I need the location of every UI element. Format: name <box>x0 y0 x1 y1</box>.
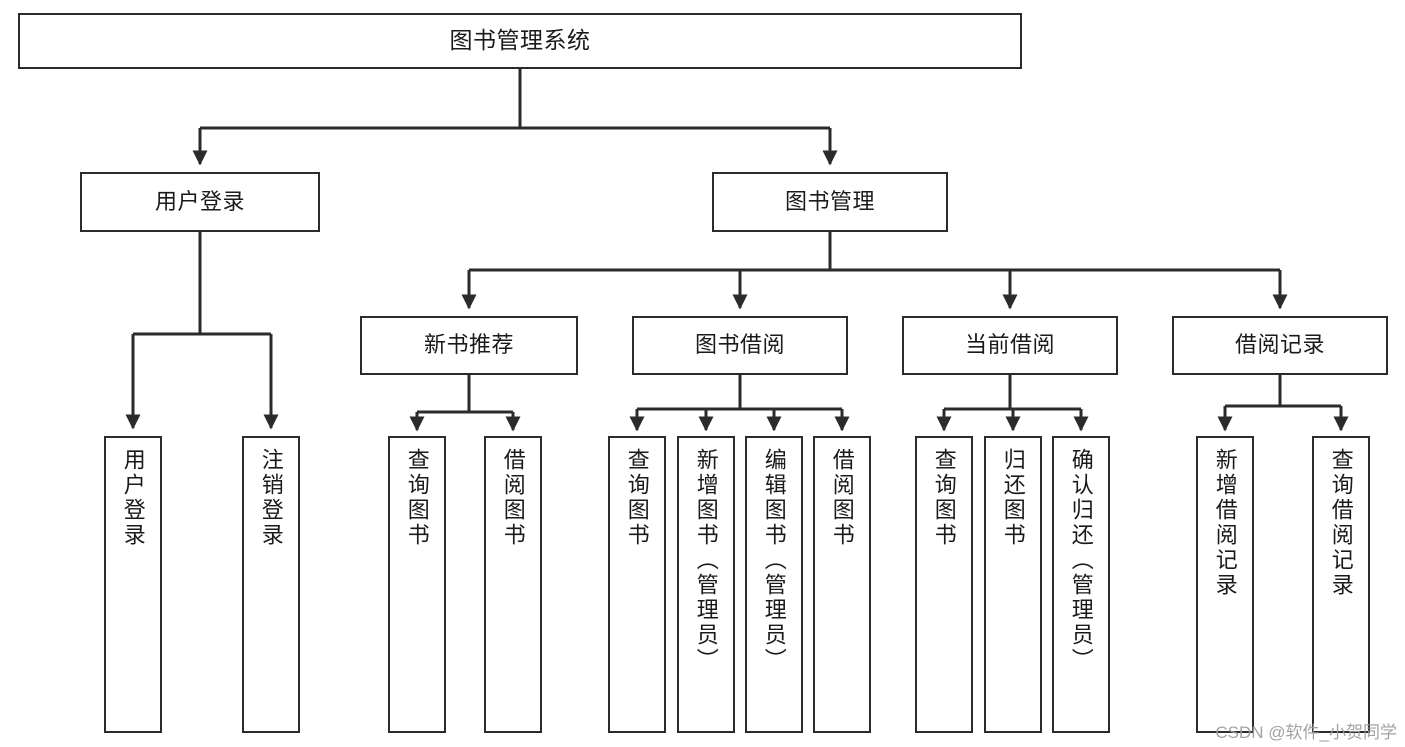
node-leaf-add-book-label: 新增图书（管理员） <box>693 448 719 673</box>
node-book-borrow-label: 图书借阅 <box>694 332 785 358</box>
node-leaf-add-record-label: 新增借阅记录 <box>1212 448 1238 598</box>
node-leaf-user-login-label: 用户登录 <box>120 448 146 548</box>
node-leaf-confirm-return[interactable]: 确认归还（管理员） <box>1052 436 1110 733</box>
node-leaf-borrow-book-br[interactable]: 借阅图书 <box>813 436 871 733</box>
node-leaf-add-book[interactable]: 新增图书（管理员） <box>677 436 735 733</box>
node-leaf-logout-label: 注销登录 <box>258 448 284 548</box>
node-leaf-query-book-rec-label: 查询图书 <box>404 448 430 548</box>
csdn-watermark: CSDN @软件_小贺同学 <box>1215 723 1397 742</box>
node-leaf-return-book-label: 归还图书 <box>1000 448 1026 548</box>
node-leaf-query-book-cb-label: 查询图书 <box>931 448 957 548</box>
node-current-borrow-label: 当前借阅 <box>964 332 1055 358</box>
node-current-borrow[interactable]: 当前借阅 <box>902 316 1118 375</box>
node-leaf-query-record-label: 查询借阅记录 <box>1328 448 1354 598</box>
node-leaf-user-login[interactable]: 用户登录 <box>104 436 162 733</box>
node-new-book-rec-label: 新书推荐 <box>423 332 514 358</box>
node-leaf-return-book[interactable]: 归还图书 <box>984 436 1042 733</box>
node-leaf-borrow-book-rec-label: 借阅图书 <box>500 448 526 548</box>
node-leaf-query-book-cb[interactable]: 查询图书 <box>915 436 973 733</box>
node-borrow-record-label: 借阅记录 <box>1234 332 1325 358</box>
node-book-manage-label: 图书管理 <box>784 188 875 214</box>
node-leaf-add-record[interactable]: 新增借阅记录 <box>1196 436 1254 733</box>
node-new-book-rec[interactable]: 新书推荐 <box>360 316 578 375</box>
node-leaf-borrow-book-br-label: 借阅图书 <box>829 448 855 548</box>
node-leaf-borrow-book-rec[interactable]: 借阅图书 <box>484 436 542 733</box>
node-user-login[interactable]: 用户登录 <box>80 172 320 232</box>
node-leaf-query-book-br[interactable]: 查询图书 <box>608 436 666 733</box>
node-user-login-label: 用户登录 <box>154 188 245 214</box>
node-leaf-query-book-rec[interactable]: 查询图书 <box>388 436 446 733</box>
node-book-manage[interactable]: 图书管理 <box>712 172 948 232</box>
node-root-label: 图书管理系统 <box>449 27 591 54</box>
node-leaf-confirm-return-label: 确认归还（管理员） <box>1068 448 1094 673</box>
node-leaf-logout[interactable]: 注销登录 <box>242 436 300 733</box>
node-book-borrow[interactable]: 图书借阅 <box>632 316 848 375</box>
node-leaf-query-book-br-label: 查询图书 <box>624 448 650 548</box>
node-leaf-query-record[interactable]: 查询借阅记录 <box>1312 436 1370 733</box>
node-borrow-record[interactable]: 借阅记录 <box>1172 316 1388 375</box>
node-leaf-edit-book[interactable]: 编辑图书（管理员） <box>745 436 803 733</box>
node-root[interactable]: 图书管理系统 <box>18 13 1022 69</box>
node-leaf-edit-book-label: 编辑图书（管理员） <box>761 448 787 673</box>
